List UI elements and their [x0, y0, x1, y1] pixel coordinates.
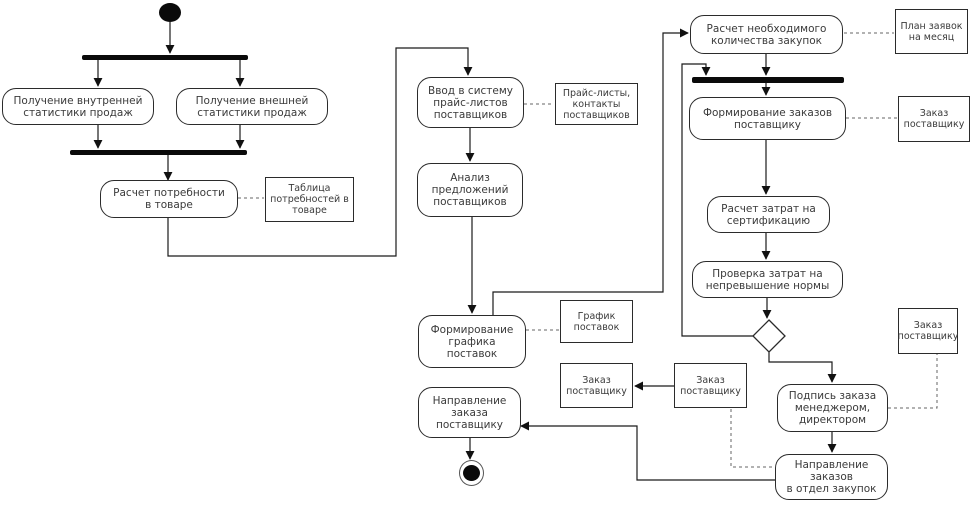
activity-cert-cost: Расчет затрат на сертификацию	[707, 196, 830, 233]
document-need-table: Таблица потребностей в товаре	[265, 177, 354, 222]
end-node	[459, 460, 484, 486]
document-supplier-order-top-right: Заказ поставщику	[898, 96, 970, 142]
activity-schedule-form: Формирование графика поставок	[418, 315, 526, 368]
decision-diamond	[752, 319, 786, 353]
activity-need-calc: Расчет потребности в товаре	[100, 180, 238, 218]
activity-orders-to-dept: Направление заказов в отдел закупок	[775, 454, 888, 500]
activity-qty-calc: Расчет необходимого количества закупок	[690, 15, 843, 54]
activity-orders-form: Формирование заказов поставщику	[689, 97, 846, 140]
activity-order-send: Направление заказа поставщику	[418, 387, 521, 438]
activity-cost-check: Проверка затрат на непревышение нормы	[692, 261, 843, 298]
edge-decision-loop-to-join2	[681, 63, 753, 337]
activity-price-input: Ввод в систему прайс-листов поставщиков	[417, 77, 524, 128]
edge-schedule-to-qty-calc	[492, 28, 689, 315]
document-supplier-order-mid-left: Заказ поставщику	[560, 363, 633, 408]
document-supplier-order-right: Заказ поставщику	[898, 308, 958, 354]
document-monthly-plan: План заявок на месяц	[895, 9, 968, 54]
document-supplier-order-mid-right: Заказ поставщику	[674, 363, 747, 408]
dashed-order-sign-to-order-doc	[888, 354, 938, 409]
dashed-order-doc-to-orders-dept	[730, 409, 774, 468]
document-supply-schedule: График поставок	[560, 300, 633, 343]
fork-bar-top	[82, 55, 248, 60]
end-node-core	[463, 465, 480, 481]
document-price-lists: Прайс-листы, контакты поставщиков	[555, 83, 638, 125]
activity-internal-stats: Получение внутренней статистики продаж	[2, 88, 154, 125]
start-node	[159, 3, 181, 22]
join-bar-right	[692, 77, 844, 83]
activity-supplier-analysis: Анализ предложений поставщиков	[417, 163, 523, 217]
edge-orders-dept-to-order-send	[520, 421, 775, 481]
edge-decision-to-order-sign	[768, 351, 837, 383]
join-bar-left	[70, 150, 247, 155]
activity-order-sign: Подпись заказа менеджером, директором	[777, 384, 888, 432]
activity-external-stats: Получение внешней статистики продаж	[176, 88, 328, 125]
edge-need-calc-to-price-input	[167, 47, 473, 257]
